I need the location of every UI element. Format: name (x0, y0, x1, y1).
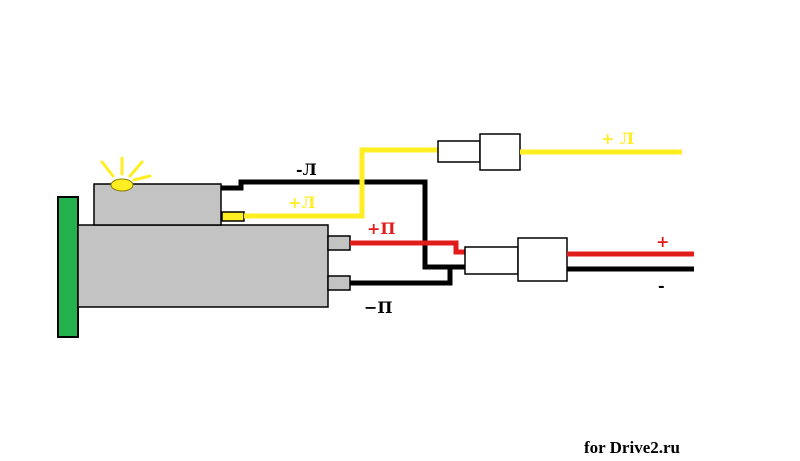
label-plus-out: + (656, 232, 669, 251)
pin-plus-l (221, 211, 245, 222)
wire-plus-p (350, 240, 466, 255)
pin-minus-p (327, 275, 351, 291)
lamp-housing (93, 183, 222, 226)
pin-plus-p (327, 235, 351, 251)
connector-top-right (479, 133, 521, 171)
wire-plus-l-inner (244, 147, 440, 219)
label-minus-l: -Л (296, 160, 317, 179)
connector-bottom-left (464, 246, 519, 275)
label-minus-out: - (658, 276, 665, 295)
connector-top-left (437, 140, 481, 163)
credit-text: for Drive2.ru (584, 438, 680, 457)
main-housing (77, 224, 329, 308)
mount-plate (57, 196, 79, 338)
wire-minus-p (350, 265, 453, 286)
lamp-bulb-icon (110, 178, 134, 192)
connector-bottom-right (517, 237, 568, 282)
label-plus-l-outer: + Л (601, 129, 634, 148)
label-minus-p: −П (364, 298, 393, 317)
label-plus-l-inner: +Л (288, 193, 316, 212)
wire-minus-l (221, 179, 468, 270)
label-plus-p: +П (367, 219, 396, 238)
lamp-rays-icon (100, 156, 152, 182)
